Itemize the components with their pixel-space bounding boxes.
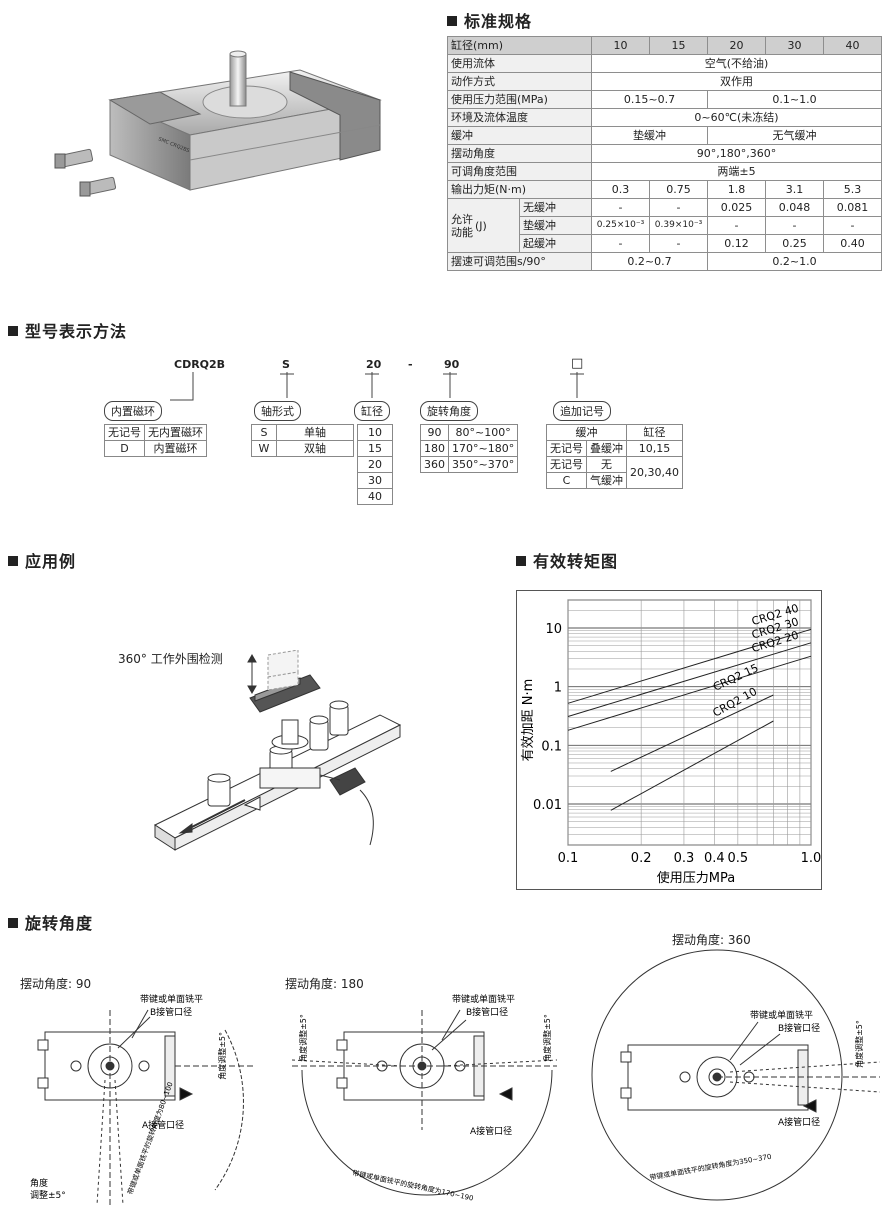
svg-text:B接管口径: B接管口径 [466, 1006, 508, 1018]
chart-xlabel: 使用压力MPa [657, 870, 735, 886]
application-illustration [153, 650, 402, 851]
rotation-section-title: 旋转角度 [8, 910, 93, 934]
bore-table: 10 15 20 30 40 [357, 424, 393, 505]
svg-text:A接管口径: A接管口径 [470, 1125, 512, 1137]
spec-row-adjust: 可调角度范围两端±5 [447, 162, 882, 181]
svg-text:角度: 角度 [30, 1177, 48, 1189]
svg-text:带键或单面铣平的旋转角度为170~190: 带键或单面铣平的旋转角度为170~190 [352, 1168, 475, 1202]
chart-series-line [610, 694, 774, 772]
chart-series-line [567, 655, 812, 731]
chart-series-line [610, 720, 774, 811]
rotation-360-diagram: 带键或单面铣平 B接管口径 A接管口径 角度调整±5° 带键或单面铣平的旋转角度… [591, 949, 881, 1201]
svg-text:角度调整±5°: 角度调整±5° [298, 1014, 308, 1062]
chart-xtick: 0.4 [704, 851, 725, 866]
code-dash: - [408, 358, 413, 371]
rotation-90-label: 摆动角度: 90 [20, 977, 92, 991]
shaft-tag: 轴形式 [254, 401, 301, 421]
svg-text:B接管口径: B接管口径 [150, 1006, 192, 1018]
svg-text:带键或单面铣平: 带键或单面铣平 [140, 993, 203, 1005]
spec-section-title: 标准规格 [447, 8, 532, 32]
chart-series-line [567, 642, 812, 717]
svg-text:角度调整±5°: 角度调整±5° [854, 1020, 864, 1068]
code-bore: 20 [366, 358, 382, 371]
chart-xtick: 0.5 [728, 851, 749, 866]
code-series: CDRQ2B [174, 358, 226, 371]
spec-header-row: 缸径(mm) 10 15 20 30 40 [447, 36, 882, 55]
spec-row-action: 动作方式双作用 [447, 72, 882, 91]
code-shaft: S [282, 358, 290, 371]
svg-text:A接管口径: A接管口径 [142, 1119, 184, 1131]
svg-text:A接管口径: A接管口径 [778, 1116, 820, 1128]
chart-ytick: 0.1 [541, 739, 562, 754]
code-angle: 90 [444, 358, 460, 371]
actuator-product-illustration: SMC CRQ2BS [54, 50, 382, 197]
svg-text:带键或单面铣平的旋转角度为350~370: 带键或单面铣平的旋转角度为350~370 [649, 1152, 772, 1182]
torque-chart-title: 有效转矩图 [516, 548, 618, 572]
chart-xtick: 1.0 [801, 851, 822, 866]
rotation-180-diagram: 带键或单面铣平 B接管口径 A接管口径 角度调整±5° 角度调整±5° 带键或单… [291, 993, 558, 1203]
magnet-tag: 内置磁环 [104, 401, 162, 421]
bore-tag: 缸径 [354, 401, 390, 421]
chart-xtick: 0.2 [631, 851, 652, 866]
code-suffix: □ [571, 356, 584, 371]
chart-ytick: 1 [554, 681, 562, 696]
application-caption: 360° 工作外围检测 [118, 652, 223, 666]
rotation-90-diagram: 带键或单面铣平 B接管口径 A接管口径 角度调整±5° 带键或单面铣平的旋转角度… [30, 993, 255, 1206]
chart-ytick: 0.01 [533, 798, 562, 813]
energy-label: 允许动能 [451, 212, 473, 239]
rotation-360-label: 摆动角度: 360 [672, 933, 751, 947]
svg-text:调整±5°: 调整±5° [30, 1189, 66, 1201]
svg-text:带键或单面铣平: 带键或单面铣平 [750, 1009, 813, 1021]
svg-text:带键或单面铣平: 带键或单面铣平 [452, 993, 515, 1005]
spec-table: 缸径(mm) 10 15 20 30 40 使用流体空气(不给油) 动作方式双作… [447, 36, 882, 271]
chart-ylabel: 有效加距 N·m [521, 679, 536, 762]
application-section-title: 应用例 [8, 548, 76, 572]
model-section-title: 型号表示方法 [8, 318, 127, 342]
suffix-tag: 追加记号 [553, 401, 611, 421]
chart-series-line [567, 628, 812, 704]
chart-xtick: 0.3 [674, 851, 695, 866]
rotation-tag: 旋转角度 [420, 401, 478, 421]
svg-text:B接管口径: B接管口径 [778, 1022, 820, 1034]
svg-text:角度调整±5°: 角度调整±5° [542, 1014, 552, 1062]
chart-xtick: 0.1 [558, 851, 579, 866]
spec-row-fluid: 使用流体空气(不给油) [447, 54, 882, 73]
chart-ytick: 10 [545, 622, 562, 637]
model-connector-lines [170, 372, 584, 401]
svg-text:角度调整±5°: 角度调整±5° [217, 1032, 227, 1080]
rotation-180-label: 摆动角度: 180 [285, 977, 364, 991]
